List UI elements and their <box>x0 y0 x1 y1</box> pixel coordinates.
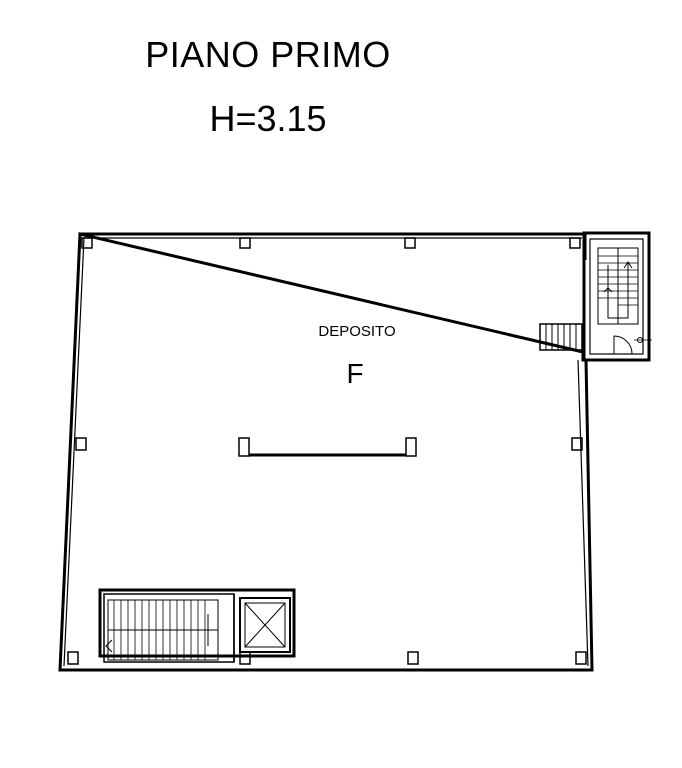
room-name: DEPOSITO <box>318 323 395 340</box>
elevator-shaft <box>239 597 291 653</box>
pillars <box>67 237 587 665</box>
room-letter: F <box>346 358 363 389</box>
side-stair <box>539 323 583 351</box>
inner-wall-line <box>63 237 589 667</box>
central-beam <box>238 437 417 457</box>
floor-title: PIANO PRIMO <box>145 34 391 75</box>
stair-tower <box>582 231 652 362</box>
floor-height-label: H=3.15 <box>209 98 327 139</box>
main-staircase <box>98 588 296 663</box>
outer-wall <box>58 232 594 672</box>
